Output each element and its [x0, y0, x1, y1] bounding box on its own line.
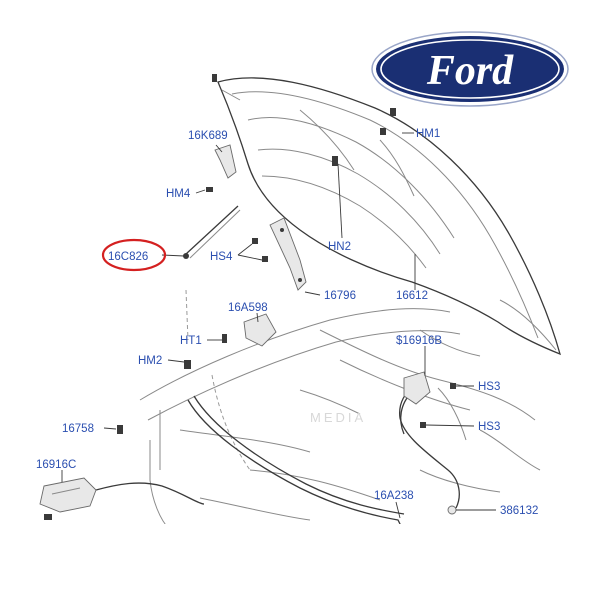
label-ht1: HT1 [180, 335, 202, 347]
label-16796: 16796 [324, 290, 356, 302]
label-16916B: $16916B [396, 335, 442, 347]
label-hm4: HM4 [166, 188, 191, 200]
label-16916C: 16916C [36, 459, 76, 471]
latch-16916C [39, 477, 97, 513]
label-16A598: 16A598 [228, 302, 268, 314]
part-labels: HM1 16K689 HM4 16C826 HS4 HN2 16796 1661… [36, 128, 538, 517]
fasteners [44, 74, 457, 520]
ford-logo-text: Ford [426, 48, 514, 94]
ford-logo-oval [376, 36, 564, 102]
prop-rod-16C826 [183, 205, 241, 259]
label-16612: 16612 [396, 290, 428, 302]
label-hm2: HM2 [138, 355, 162, 367]
leader-lines [61, 132, 496, 519]
label-386132: 386132 [500, 505, 538, 517]
label-hs3-lower: HS3 [478, 421, 500, 433]
hood-panel-16612 [217, 77, 561, 356]
label-hs4: HS4 [210, 251, 233, 263]
label-hn2: HN2 [328, 241, 351, 253]
label-hs3-upper: HS3 [478, 381, 500, 393]
label-16C826: 16C826 [108, 251, 148, 263]
label-hm1: HM1 [416, 128, 440, 140]
bracket-16K689 [214, 144, 237, 179]
watermark-text: MEDIA [310, 410, 366, 425]
hinge-16796 [269, 217, 307, 291]
label-16K689: 16K689 [188, 130, 228, 142]
latch-16916B [403, 371, 431, 405]
highlight-circle [101, 238, 167, 272]
label-16A238: 16A238 [374, 490, 414, 502]
bottom-crop [0, 524, 600, 600]
hood-seal-16A238 [187, 395, 405, 529]
engine-bay-structure [139, 289, 541, 531]
label-16758: 16758 [62, 423, 94, 435]
bumper-16A598 [243, 313, 277, 347]
ford-logo: Ford [371, 31, 569, 107]
